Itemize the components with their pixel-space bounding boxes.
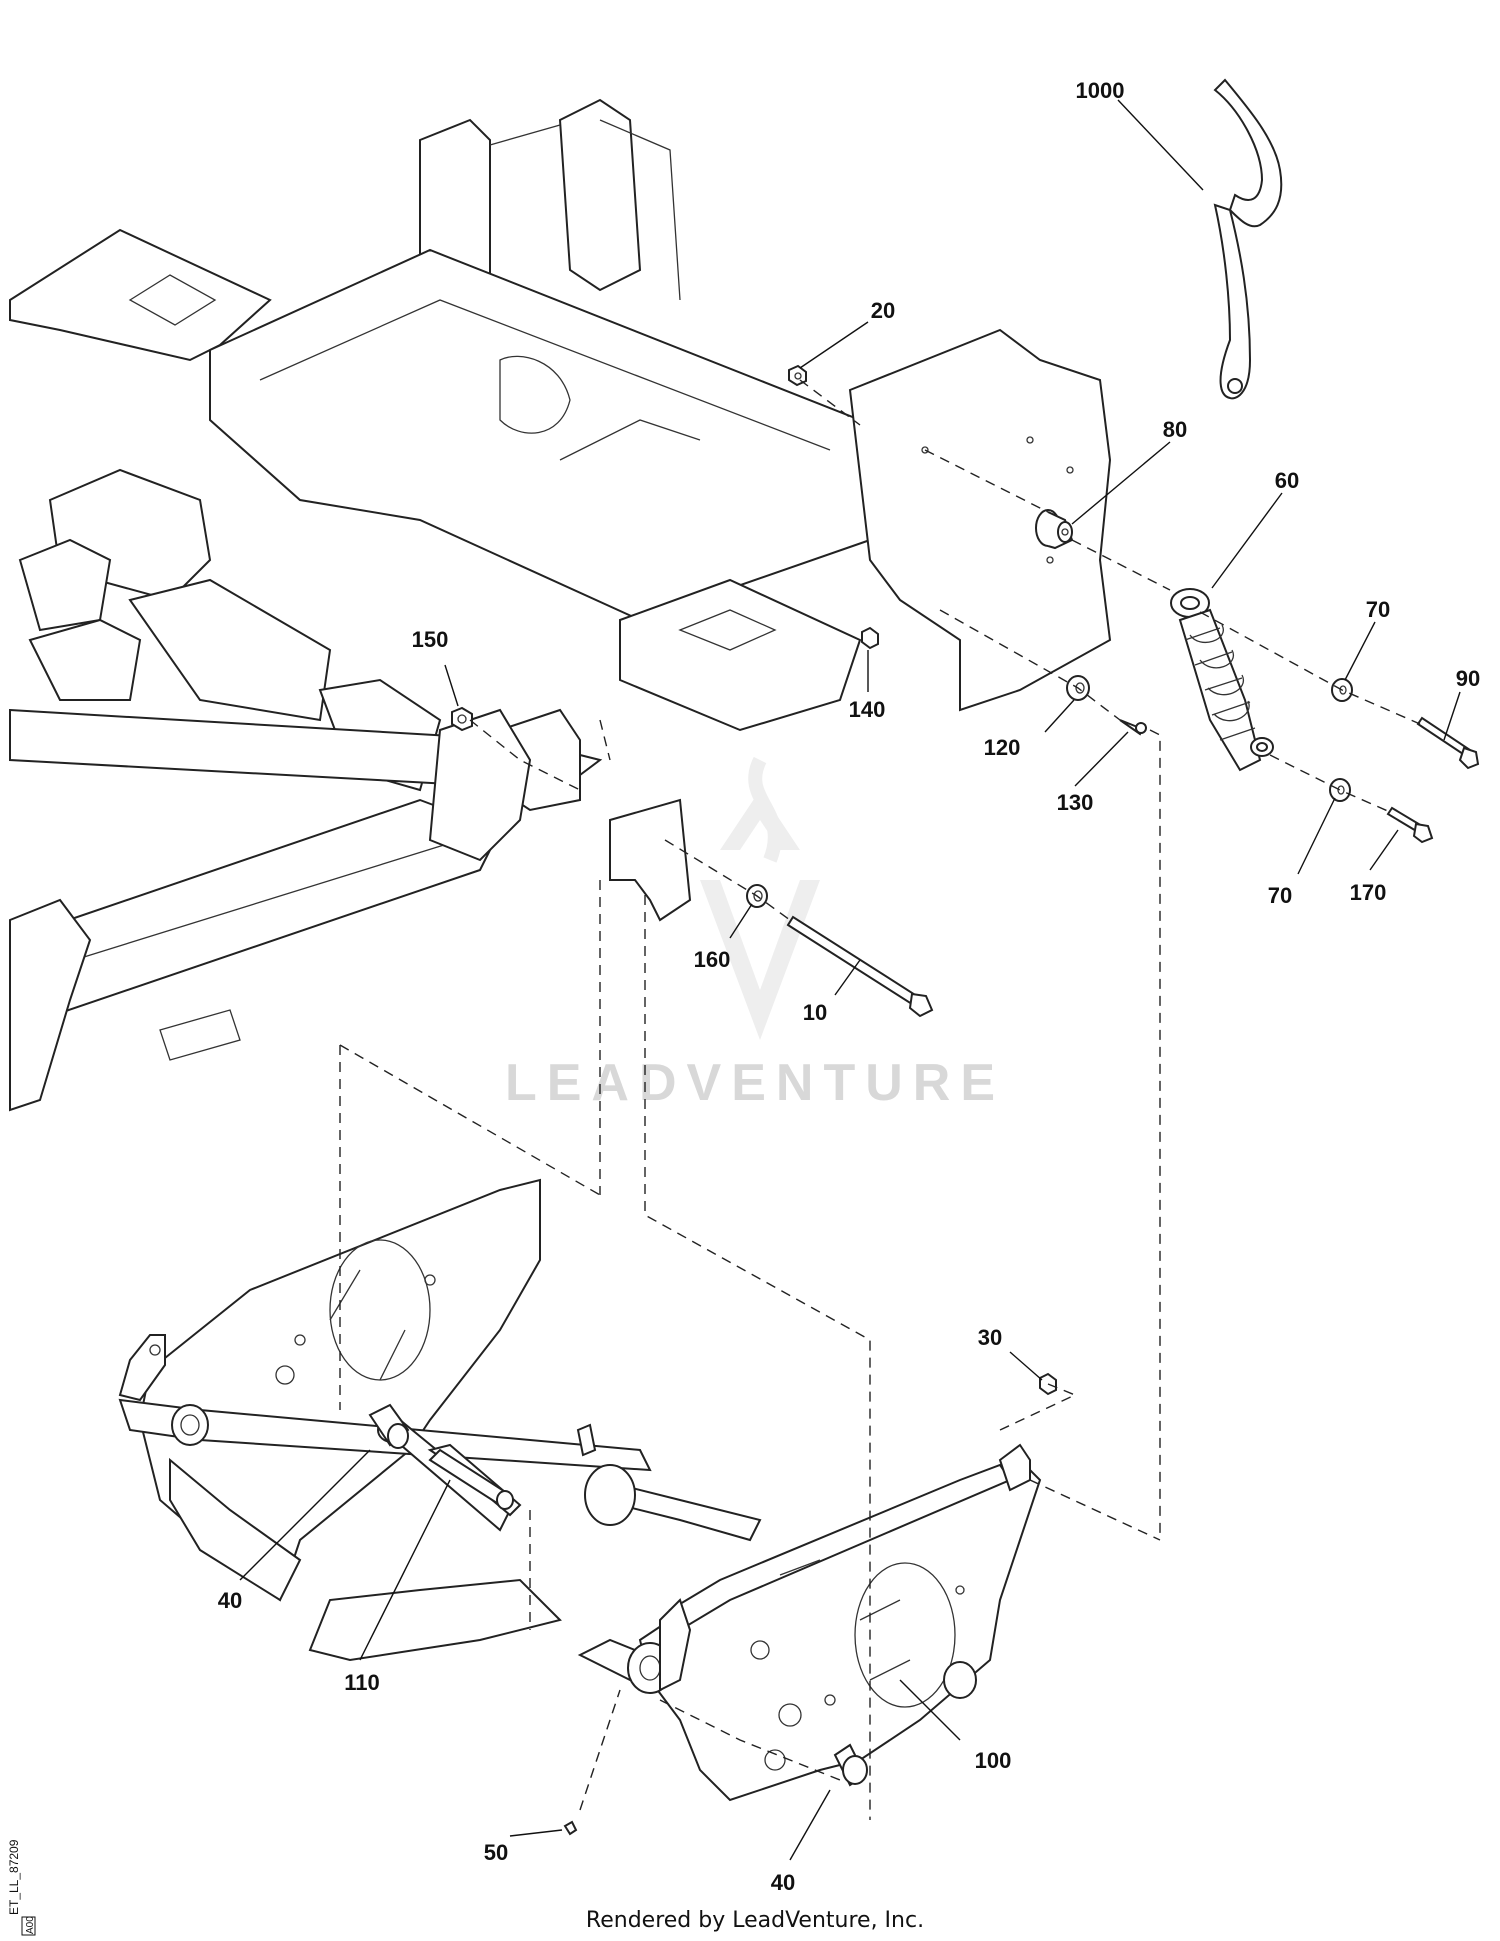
callout-10: 10 — [803, 1000, 827, 1025]
callout-160: 160 — [694, 947, 731, 972]
callout-labels: 1000 20 80 60 70 90 150 140 120 130 70 1… — [218, 78, 1480, 1895]
callout-70-upper: 70 — [1366, 597, 1390, 622]
watermark-text: LEADVENTURE — [505, 1054, 1005, 1112]
washer-70-lower — [1329, 778, 1351, 802]
bushing-40-lower — [833, 1743, 868, 1787]
shock-absorber-60 — [1170, 588, 1274, 772]
figure-id: ET_LL_87209 A00 — [7, 1839, 36, 1936]
callout-leaders — [239, 99, 1461, 1861]
callout-80: 80 — [1163, 417, 1187, 442]
callout-120: 120 — [984, 735, 1021, 760]
nut-20 — [788, 364, 807, 387]
callout-100: 100 — [975, 1748, 1012, 1773]
spanner-wrench-1000 — [1213, 78, 1283, 400]
watermark-logo — [700, 756, 820, 1040]
deck-mount-assembly-100 — [118, 1178, 1042, 1802]
callout-30: 30 — [978, 1325, 1002, 1350]
grease-fitting-50 — [563, 1820, 578, 1836]
callout-110: 110 — [344, 1670, 380, 1695]
revision-text: A00 — [25, 1916, 36, 1934]
callout-20: 20 — [871, 298, 895, 323]
bushing-40-upper — [368, 1403, 410, 1449]
bushing-80 — [1035, 509, 1074, 550]
callout-40-lower: 40 — [771, 1870, 795, 1895]
bolt-10 — [786, 915, 934, 1018]
callout-50: 50 — [484, 1840, 508, 1865]
nut-140 — [861, 626, 879, 650]
nut-150 — [451, 706, 473, 732]
callout-90: 90 — [1456, 666, 1480, 691]
footer-credit: Rendered by LeadVenture, Inc. — [586, 1908, 924, 1933]
callout-40-upper: 40 — [218, 1588, 242, 1613]
screw-130 — [1119, 719, 1147, 736]
main-frame-assembly — [9, 98, 1112, 1112]
figure-id-text: ET_LL_87209 — [7, 1839, 21, 1915]
callout-70-lower: 70 — [1268, 883, 1292, 908]
callout-60: 60 — [1275, 468, 1299, 493]
bolt-90 — [1416, 716, 1480, 770]
callout-150: 150 — [412, 627, 449, 652]
callout-130: 130 — [1057, 790, 1094, 815]
explosion-lines — [339, 379, 1421, 1820]
callout-170: 170 — [1350, 880, 1387, 905]
callout-1000: 1000 — [1076, 78, 1125, 103]
bolt-170 — [1386, 806, 1434, 844]
callout-140: 140 — [849, 697, 886, 722]
